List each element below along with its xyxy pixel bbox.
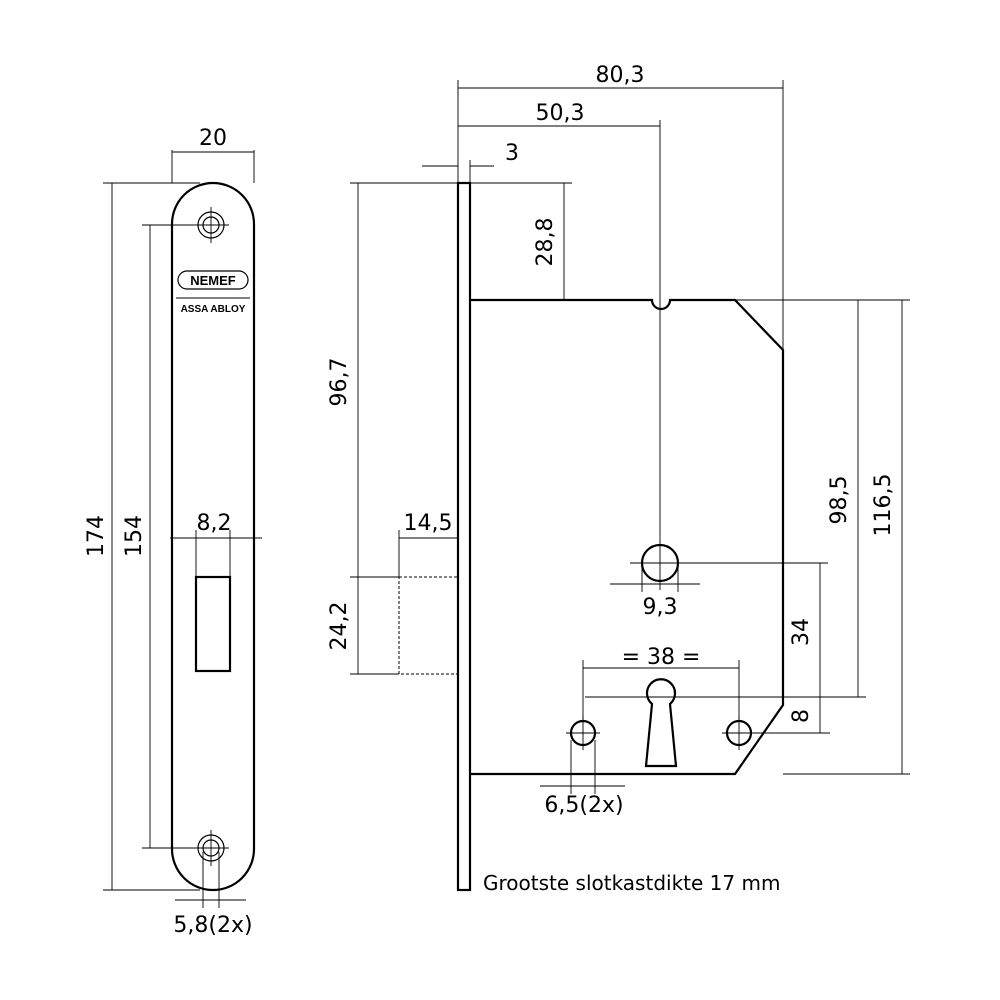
faceplate-top-screw-hole [193, 207, 229, 243]
bolt-projection-label: 14,5 [404, 511, 453, 536]
dim-backset: 50,3 [458, 101, 660, 127]
dim-bolt-projection: 14,5 [398, 511, 458, 577]
spindle-diameter-label: 9,3 [643, 595, 678, 620]
dim-bolt-width: 8,2 [170, 511, 262, 577]
spindle-to-bottom-label: 98,5 [827, 476, 852, 525]
lock-case-outline [470, 298, 785, 776]
bolt-height-label: 24,2 [327, 602, 352, 651]
dim-faceplate-width: 20 [171, 126, 255, 183]
dim-keyhole-offset: 8 [789, 697, 821, 733]
dim-plate-thickness: 3 [422, 141, 519, 183]
case-screw-holes-label: 6,5(2x) [544, 793, 623, 818]
dim-spindle-diameter: 9,3 [610, 563, 700, 620]
total-depth-label: 80,3 [596, 63, 645, 88]
dim-spindle-to-keyhole: 34 [789, 563, 821, 697]
top-offset-label: 28,8 [533, 218, 558, 267]
dim-screw-spacing: = 38 = [582, 645, 740, 720]
sub-brand-text: ASSA ABLOY [181, 304, 246, 315]
faceplate-height-label: 174 [84, 515, 109, 557]
case-screw-hole-left [566, 716, 600, 750]
faceplate-view: NEMEF ASSA ABLOY 20 174 154 [84, 126, 262, 938]
dim-screw-holes: 5,8(2x) [173, 852, 253, 938]
screw-spacing-label: = 38 = [622, 645, 701, 670]
dim-case-height: 116,5 [783, 300, 910, 775]
dim-total-depth: 80,3 [457, 63, 784, 350]
dim-hole-distance: 154 [122, 224, 198, 849]
dim-case-screw-holes: 6,5(2x) [540, 740, 625, 818]
dim-bolt-position: 96,7 [327, 183, 399, 578]
bolt-position-label: 96,7 [327, 358, 352, 407]
case-screw-hole-right [722, 716, 830, 750]
dim-spindle-to-bottom: 98,5 [735, 299, 910, 698]
dim-top-offset: 28,8 [350, 182, 572, 300]
hole-distance-label: 154 [122, 515, 147, 557]
keyhole [585, 678, 746, 768]
front-plate [456, 181, 472, 892]
dim-faceplate-height: 174 [84, 182, 200, 891]
backset-label: 50,3 [536, 101, 585, 126]
lock-side-view: 80,3 50,3 3 28,8 96,7 [327, 63, 910, 895]
case-height-label: 116,5 [871, 474, 896, 537]
screw-holes-label: 5,8(2x) [173, 913, 252, 938]
bolt-opening [194, 575, 232, 673]
keyhole-offset-label: 8 [789, 709, 814, 723]
brand-text: NEMEF [190, 273, 236, 288]
case-thickness-note: Grootste slotkastdikte 17 mm [483, 871, 780, 895]
faceplate-bottom-screw-hole [193, 830, 229, 866]
plate-thickness-label: 3 [505, 141, 519, 166]
latch-bolt [398, 576, 459, 675]
faceplate-width-label: 20 [199, 126, 227, 151]
faceplate-outline [170, 181, 256, 892]
spindle-hole [630, 120, 828, 590]
nemef-logo: NEMEF ASSA ABLOY [176, 270, 250, 315]
dim-bolt-height: 24,2 [327, 577, 399, 675]
spindle-to-keyhole-label: 34 [789, 618, 814, 646]
bolt-width-label: 8,2 [197, 511, 232, 536]
